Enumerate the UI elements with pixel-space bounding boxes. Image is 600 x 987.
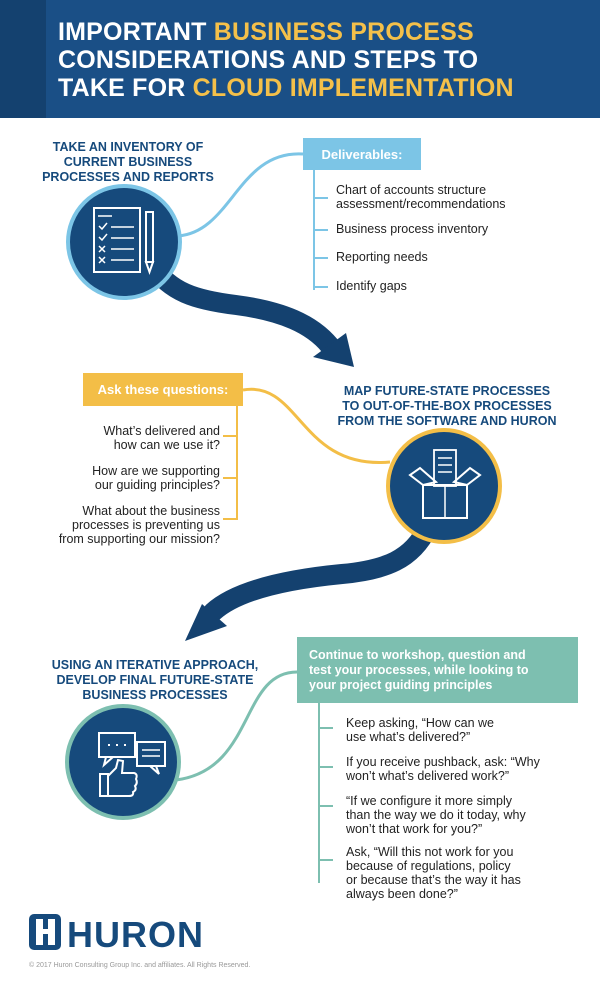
workshop-item: “If we configure it more simply than the…	[346, 794, 526, 836]
item-line: because of regulations, policy	[346, 859, 511, 873]
item-line: Ask, “Will this not work for you	[346, 845, 514, 859]
checklist-pencil-icon	[66, 184, 182, 300]
item-line: won’t that work for you?”	[346, 822, 483, 836]
item-line: Identify gaps	[336, 279, 407, 293]
deliverable-item: Identify gaps	[336, 279, 407, 293]
box-label: Continue to workshop, question and test …	[309, 648, 529, 693]
heading-line: DEVELOP FINAL FUTURE-STATE	[56, 673, 254, 687]
heading-line: PROCESSES AND REPORTS	[42, 170, 214, 184]
deliverable-item: Chart of accounts structure assessment/r…	[336, 183, 506, 211]
step1-heading: TAKE AN INVENTORY OF CURRENT BUSINESS PR…	[30, 140, 226, 185]
question-item: What about the business processes is pre…	[20, 504, 220, 546]
copyright-notice: © 2017 Huron Consulting Group Inc. and a…	[29, 962, 251, 969]
huron-logo-mark	[29, 914, 61, 950]
flow-arrow-shaft	[142, 255, 340, 356]
deliverable-item: Business process inventory	[336, 222, 488, 236]
question-item: What’s delivered and how can we use it?	[20, 424, 220, 452]
item-line: Keep asking, “How can we	[346, 716, 494, 730]
item-line: assessment/recommendations	[336, 197, 506, 211]
heading-line: CURRENT BUSINESS	[63, 155, 193, 169]
title-text: TAKE FOR	[58, 74, 193, 102]
item-line: How are we supporting	[92, 464, 220, 478]
item-line: always been done?”	[346, 887, 458, 901]
item-line: won’t what’s delivered work?”	[346, 769, 510, 783]
deliverables-box: Deliverables:	[303, 138, 421, 170]
flow-arrow-head	[313, 333, 354, 367]
questions-box: Ask these questions:	[83, 373, 243, 406]
flow-arrow-shaft	[203, 517, 438, 622]
item-line: processes is preventing us	[72, 518, 220, 532]
question-item: How are we supporting our guiding princi…	[20, 464, 220, 492]
item-line: from supporting our mission?	[58, 532, 220, 546]
box-label-line: your project guiding principles	[309, 677, 493, 692]
deliverable-item: Reporting needs	[336, 250, 428, 264]
heading-line: FROM THE SOFTWARE AND HURON	[337, 414, 557, 428]
box-label-line: Continue to workshop, question and	[309, 647, 526, 662]
open-box-icon	[386, 428, 502, 544]
title-highlight: BUSINESS PROCESS	[213, 18, 474, 46]
heading-line: USING AN ITERATIVE APPROACH,	[51, 658, 259, 672]
workshop-item: Keep asking, “How can we use what’s deli…	[346, 716, 494, 744]
title-text: IMPORTANT	[58, 18, 214, 46]
item-line: how can we use it?	[113, 438, 220, 452]
workshop-item: If you receive pushback, ask: “Why won’t…	[346, 755, 540, 783]
item-line: Reporting needs	[336, 250, 428, 264]
item-line: What about the business	[82, 504, 220, 518]
flow-arrow-head	[185, 604, 227, 641]
box-label-line: test your processes, while looking to	[309, 662, 529, 677]
heading-line: BUSINESS PROCESSES	[82, 688, 228, 702]
item-line: If you receive pushback, ask: “Why	[346, 755, 540, 769]
connector-line	[242, 387, 391, 464]
connector-line	[175, 670, 298, 782]
heading-line: TO OUT-OF-THE-BOX PROCESSES	[342, 399, 552, 413]
heading-line: TAKE AN INVENTORY OF	[52, 140, 204, 154]
continue-box: Continue to workshop, question and test …	[297, 637, 578, 703]
page-title: IMPORTANT BUSINESS PROCESS CONSIDERATION…	[58, 18, 598, 102]
step3-heading: USING AN ITERATIVE APPROACH, DEVELOP FIN…	[26, 658, 284, 703]
item-line: “If we configure it more simply	[346, 794, 513, 808]
connector-line	[177, 152, 304, 238]
heading-line: MAP FUTURE-STATE PROCESSES	[343, 384, 551, 398]
item-line: Chart of accounts structure	[336, 183, 487, 197]
workshop-item: Ask, “Will this not work for you because…	[346, 845, 521, 901]
chat-thumbs-up-icon	[65, 704, 181, 820]
header-banner: IMPORTANT BUSINESS PROCESS CONSIDERATION…	[0, 0, 600, 118]
huron-logo-text: HURON	[67, 914, 204, 955]
item-line: than the way we do it today, why	[346, 808, 526, 822]
item-line: our guiding principles?	[94, 478, 220, 492]
header-stripe	[0, 0, 46, 118]
step2-heading: MAP FUTURE-STATE PROCESSES TO OUT-OF-THE…	[318, 384, 576, 429]
item-line: use what’s delivered?”	[346, 730, 471, 744]
box-label: Ask these questions:	[97, 382, 229, 397]
item-line: Business process inventory	[336, 222, 489, 236]
title-highlight: CLOUD IMPLEMENTATION	[192, 74, 514, 102]
item-line: or because that’s the way it has	[346, 873, 521, 887]
box-label: Deliverables:	[321, 146, 403, 162]
title-text: CONSIDERATIONS AND STEPS TO	[58, 46, 479, 74]
item-line: What’s delivered and	[103, 424, 220, 438]
